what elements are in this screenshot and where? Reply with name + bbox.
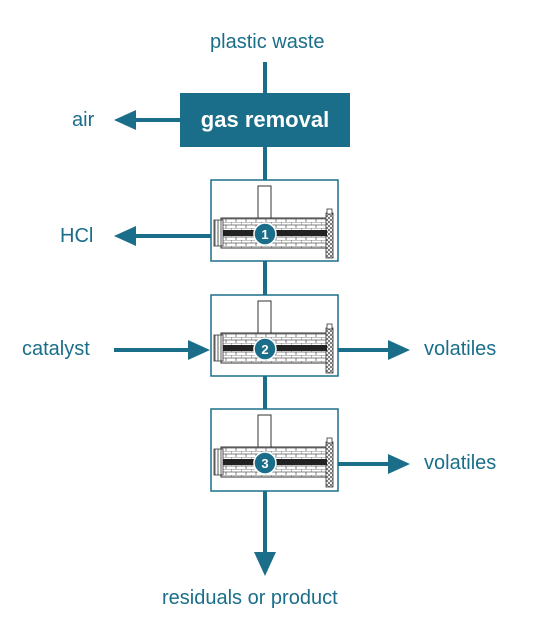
catalyst-arrow [114,340,210,360]
output-arrow [254,552,276,576]
hcl-arrow [114,226,211,246]
reactor-3: 3 [210,408,339,492]
reactor-number-badge [253,451,277,475]
air-arrow [114,110,180,130]
label-volatiles-1: volatiles [424,338,497,360]
label-air: air [72,109,95,131]
reactor-number: 3 [261,456,268,471]
reactor-number-badge [253,222,277,246]
gas-removal-label: gas removal [200,107,330,132]
label-plastic-waste: plastic waste [210,31,325,53]
reactor-number-badge [253,337,277,361]
reactor-number: 1 [261,227,268,242]
reactor-1: 1 [210,179,339,262]
label-volatiles-2: volatiles [424,452,497,474]
volatiles-arrow-2 [338,454,410,474]
reactor-number: 2 [261,342,268,357]
gas-removal-box: gas removal [180,93,350,147]
volatiles-arrow-1 [338,340,410,360]
reactor-2: 2 [210,294,339,377]
label-residuals-or-product: residuals or product [162,587,338,609]
label-catalyst: catalyst [22,338,90,360]
label-hcl: HCl [60,225,94,247]
